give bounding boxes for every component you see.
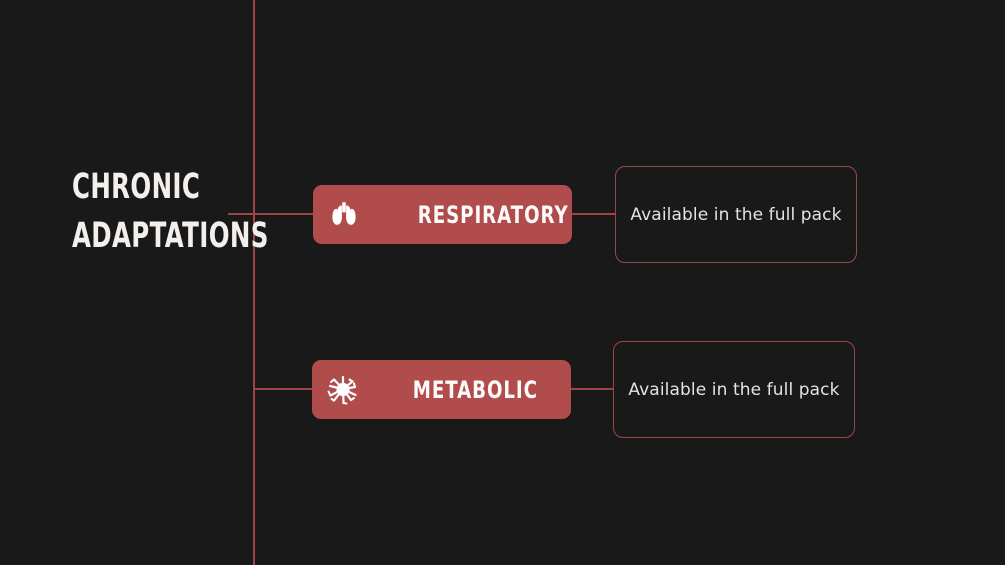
page-title: CHRONIC ADAPTATIONS <box>72 163 269 261</box>
detail-panel-respiratory-text: Available in the full pack <box>630 204 842 225</box>
detail-panel-metabolic-text: Available in the full pack <box>628 379 840 400</box>
branch-card-metabolic[interactable]: METABOLIC <box>312 360 571 419</box>
page-title-line-1: CHRONIC <box>72 167 201 207</box>
connector-metabolic-to-panel <box>570 388 615 390</box>
branch-card-respiratory[interactable]: RESPIRATORY <box>313 185 572 244</box>
branch-label-respiratory: RESPIRATORY <box>417 200 569 229</box>
connector-respiratory-to-panel <box>571 213 616 215</box>
connector-spine-to-metabolic <box>253 388 313 390</box>
connector-title-to-respiratory <box>228 213 314 215</box>
branch-label-metabolic: METABOLIC <box>412 375 538 404</box>
page-title-line-2: ADAPTATIONS <box>72 216 269 256</box>
detail-panel-metabolic[interactable]: Available in the full pack <box>613 341 855 438</box>
mindmap-spine <box>253 0 255 565</box>
detail-panel-respiratory[interactable]: Available in the full pack <box>615 166 857 263</box>
lungs-icon <box>324 195 364 235</box>
cell-burst-icon <box>323 370 363 410</box>
